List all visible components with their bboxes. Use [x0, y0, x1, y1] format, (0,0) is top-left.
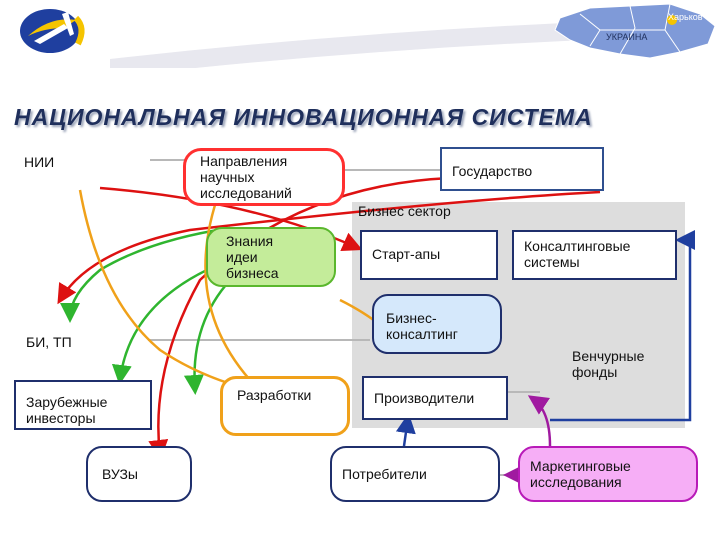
node-consumers: Потребители [330, 446, 500, 502]
node-producers: Производители [362, 376, 508, 420]
node-consulting-systems: Консалтинговые системы [512, 230, 677, 280]
business-sector-label: Бизнес сектор [358, 203, 451, 219]
arrow-knowledge-bi [60, 226, 231, 323]
map-country-label: УКРАИНА [606, 32, 648, 42]
node-bi-tp: БИ, ТП [26, 334, 72, 350]
node-knowledge: Знания идеи бизнеса [206, 227, 336, 287]
node-state: Государство [440, 147, 604, 191]
arrow-knowledge-investors [111, 260, 226, 385]
node-nii: НИИ [24, 154, 55, 170]
page-title: НАЦИОНАЛЬНАЯ ИННОВАЦИОННАЯ СИСТЕМА [14, 104, 593, 130]
node-marketing-research: Маркетинговые исследования [518, 446, 698, 502]
node-startups: Старт-апы [360, 230, 498, 280]
node-research-directions: Направления научных исследований [183, 148, 345, 206]
map-city-label: Харьков [668, 12, 703, 22]
arrow-state-bi [57, 190, 601, 305]
node-venture-funds: Венчурные фонды [572, 348, 645, 380]
node-developments: Разработки [220, 376, 350, 436]
logo [14, 6, 104, 56]
arrow-marketing-producers [527, 395, 552, 447]
arrow-consumers-producers [395, 413, 416, 447]
arrow-venture-consulting-systems [550, 230, 695, 422]
ukraine-map: Харьков УКРАИНА [540, 0, 720, 66]
node-foreign-investors: Зарубежные инвесторы [14, 380, 152, 430]
node-business-consulting: Бизнес- консалтинг [372, 294, 502, 354]
arrow-directions-developments [204, 189, 251, 381]
header-decoration [110, 0, 610, 68]
node-universities: ВУЗы [86, 446, 192, 502]
